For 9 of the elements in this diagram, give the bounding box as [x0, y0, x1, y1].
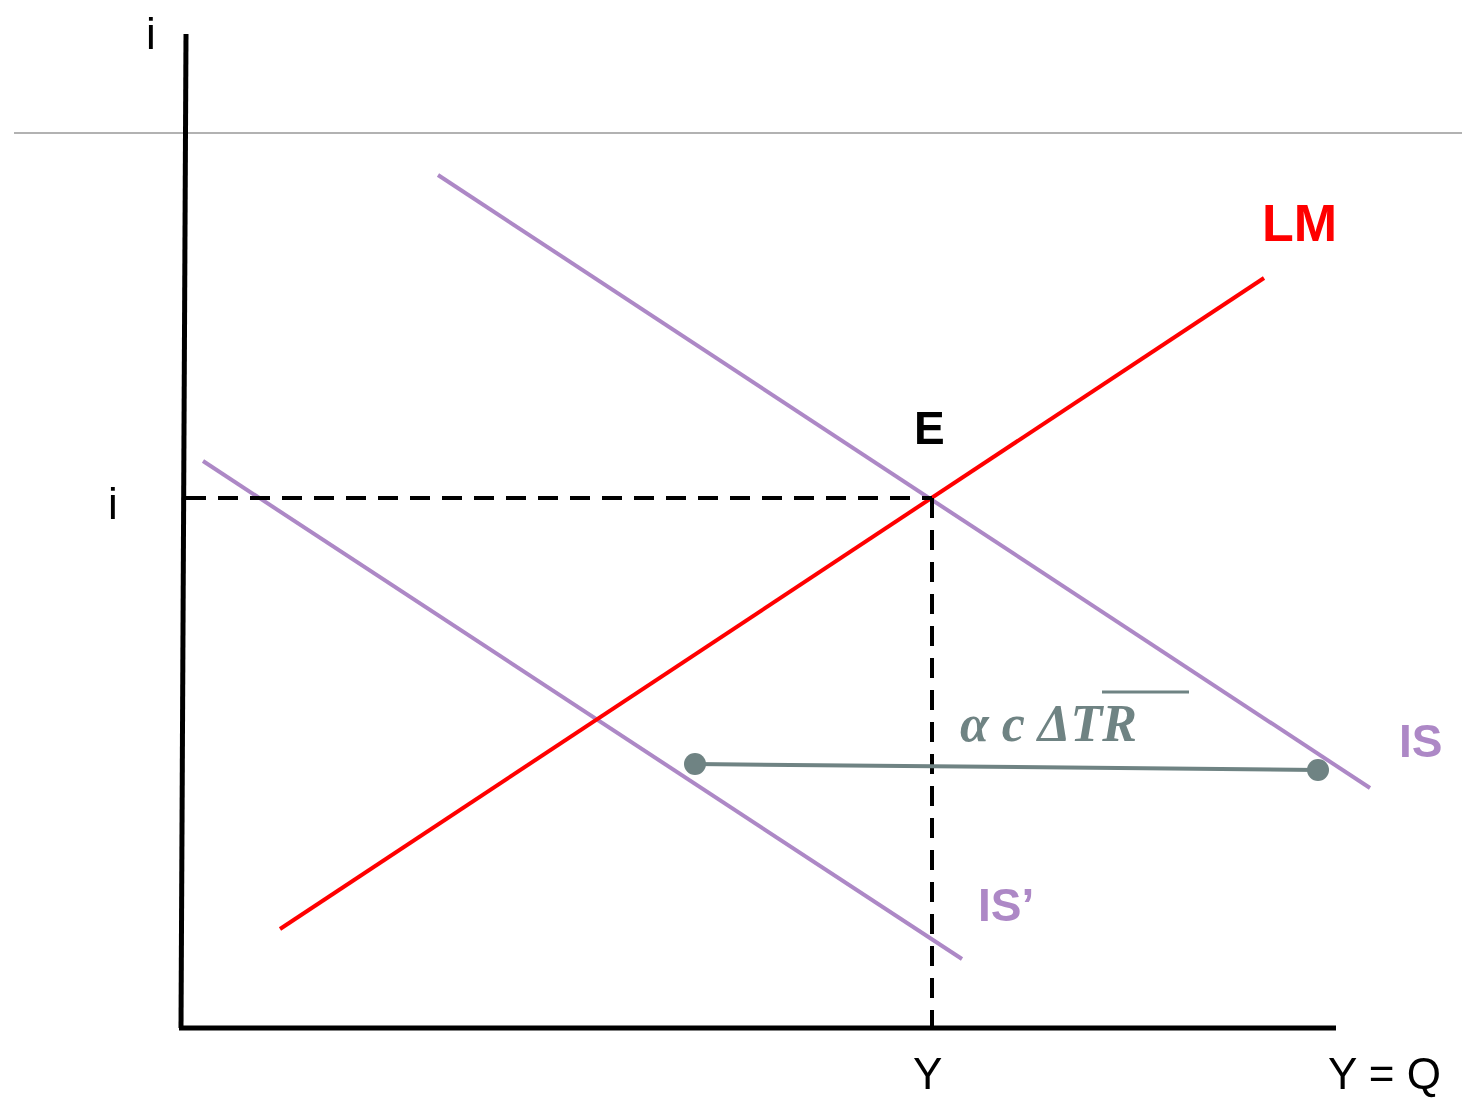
shift-label: α c ΔTR — [960, 698, 1137, 750]
curve-label: IS — [1399, 718, 1443, 764]
axis-label: Y — [913, 1052, 943, 1096]
curve-label: IS’ — [978, 882, 1035, 928]
point-label: E — [914, 405, 945, 451]
axis-label: i — [108, 482, 118, 526]
curve-label: LM — [1262, 197, 1338, 249]
axis-label: i — [146, 12, 156, 56]
axis-label: Y = Q — [1328, 1052, 1441, 1096]
